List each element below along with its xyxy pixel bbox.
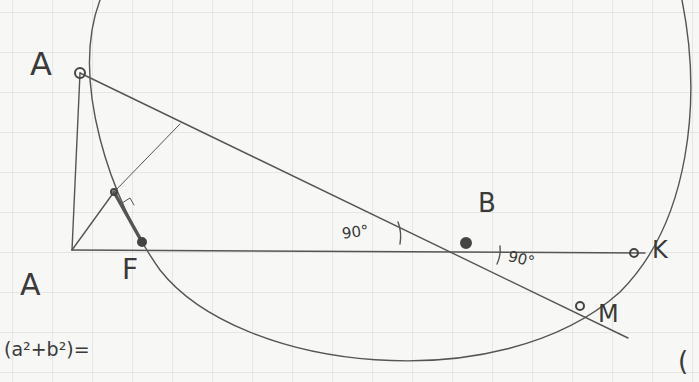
perpendicular-line xyxy=(114,124,180,192)
point-marker xyxy=(138,238,146,246)
segment-a-c xyxy=(72,73,80,250)
point-marker xyxy=(461,238,471,248)
point-marker xyxy=(630,249,638,257)
point-label: F xyxy=(122,256,138,284)
point-marker xyxy=(576,302,584,310)
point-label: K xyxy=(652,238,668,262)
angle-arc xyxy=(398,222,401,244)
point-label: A xyxy=(30,48,52,80)
point-label: A xyxy=(20,270,41,300)
segment-c-k xyxy=(72,250,645,253)
angle-label: 90° xyxy=(341,223,369,242)
segment-a-m xyxy=(80,73,628,338)
formula-note: ( xyxy=(678,348,688,374)
segment-c-p xyxy=(72,192,114,250)
angle-arc xyxy=(497,246,500,264)
formula-note: (a²+b²)= xyxy=(4,340,90,359)
right-angle-mark xyxy=(122,198,134,205)
segment-p-f xyxy=(114,192,142,242)
point-marker xyxy=(75,68,85,78)
point-label: B xyxy=(478,190,496,216)
circle-arc xyxy=(90,0,691,361)
point-label: M xyxy=(598,302,619,326)
point-marker xyxy=(111,189,117,195)
